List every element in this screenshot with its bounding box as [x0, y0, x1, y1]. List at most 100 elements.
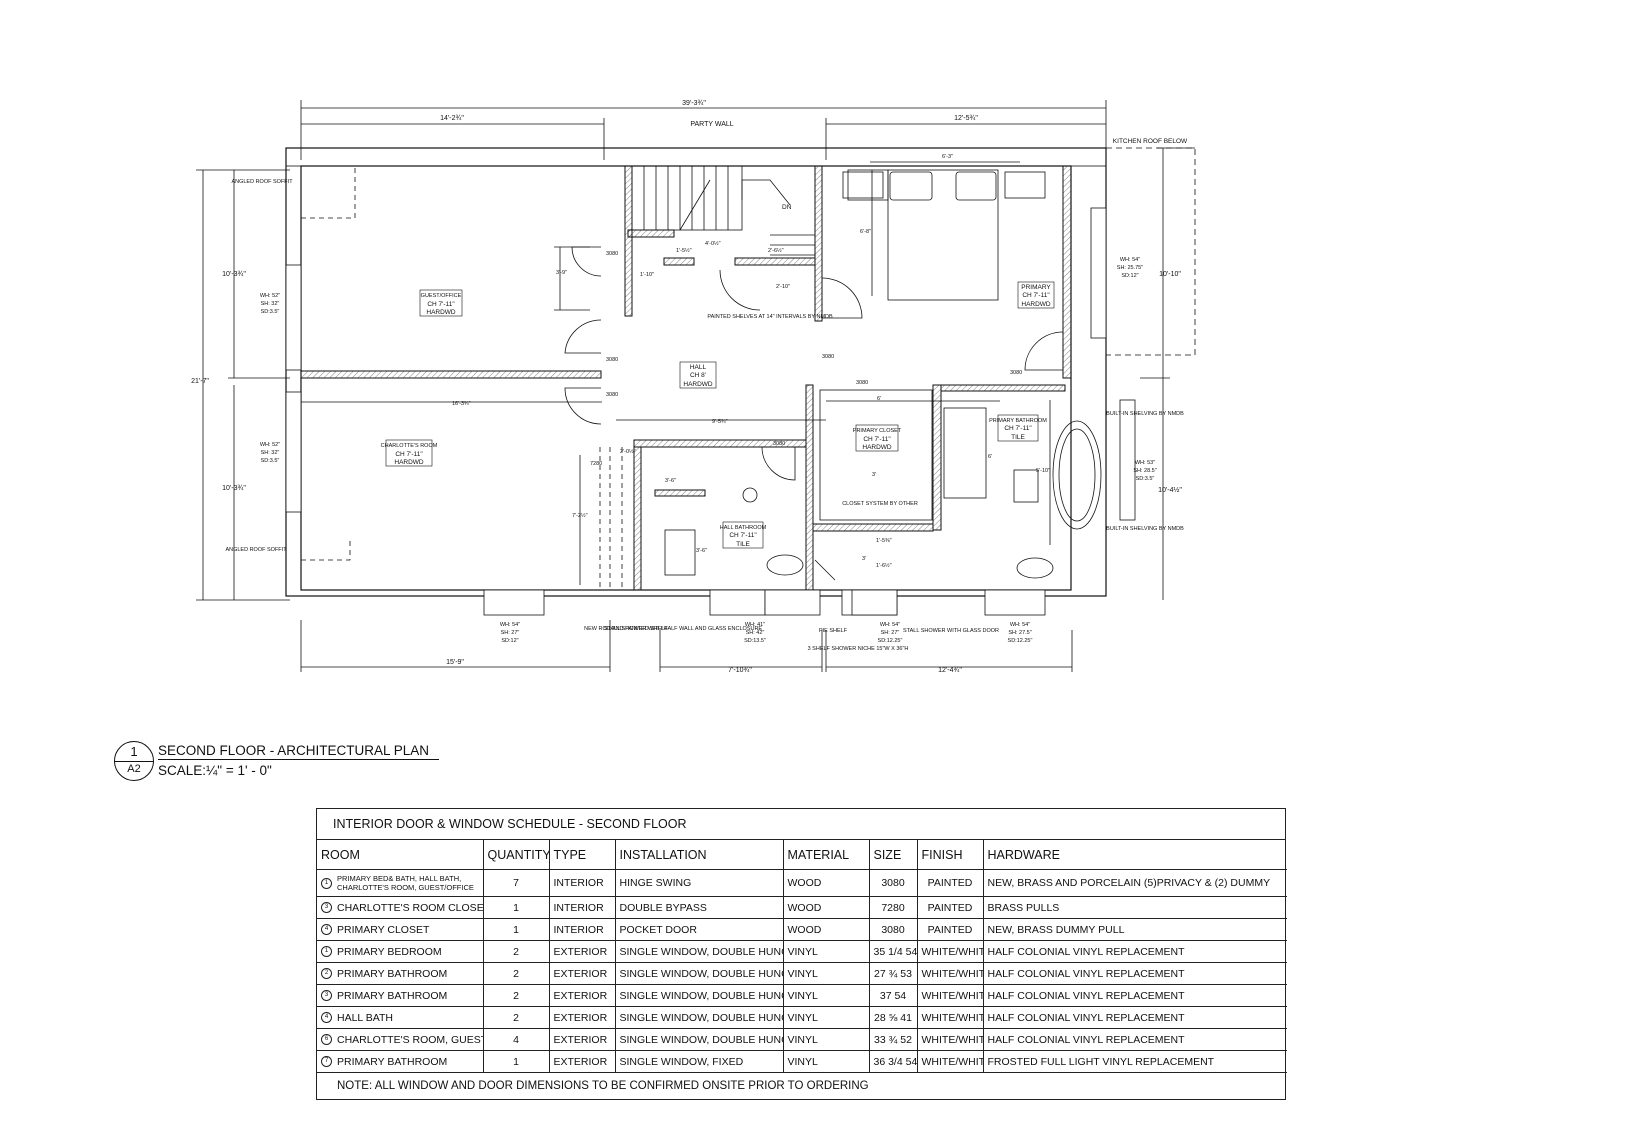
tag-bubble: 7 — [321, 1056, 332, 1067]
room-floor: HARDWD — [862, 444, 892, 451]
cell-finish: WHITE/WHITE — [916, 1006, 984, 1029]
window-note-bottom-4: WH: 54" SH: 27.5" SD:12.25" — [1008, 622, 1033, 644]
cell-quantity: 7 — [482, 869, 550, 897]
cell-size: 7280 — [868, 896, 918, 919]
col-header-type: TYPE — [548, 840, 616, 870]
svg-text:SD:12": SD:12" — [501, 638, 518, 644]
cell-hardware: HALF COLONIAL VINYL REPLACEMENT — [982, 940, 1287, 963]
fixtures — [664, 169, 1102, 579]
stall-half-note: STALL SHOWER WITH HALF WALL AND GLASS EN… — [604, 626, 763, 632]
svg-text:SD:13.5": SD:13.5" — [744, 638, 766, 644]
svg-text:2'-6½": 2'-6½" — [768, 247, 784, 254]
cell-type: EXTERIOR — [548, 984, 616, 1007]
kitchen-roof-note: KITCHEN ROOF BELOW — [1113, 138, 1188, 145]
cell-hardware: FROSTED FULL LIGHT VINYL REPLACEMENT — [982, 1050, 1287, 1073]
niche-note: 3 SHELF SHOWER NICHE 15"W X 36"H — [808, 646, 909, 652]
schedule-header-row: ROOM QUANTITY TYPE INSTALLATION MATERIAL… — [317, 840, 1287, 870]
dim-bottom-right: 12'-4¾" — [938, 667, 962, 674]
room-name: PRIMARY — [1021, 284, 1051, 291]
cell-hardware: HALF COLONIAL VINYL REPLACEMENT — [982, 1028, 1287, 1051]
svg-text:WH: 52": WH: 52" — [260, 442, 280, 448]
cell-type: EXTERIOR — [548, 1050, 616, 1073]
cell-quantity: 1 — [482, 918, 550, 941]
stall-glass-note: STALL SHOWER WITH GLASS DOOR — [903, 628, 999, 634]
room-name: CHARLOTTE'S ROOM CLOSET — [337, 901, 483, 914]
room-name: PRIMARY CLOSET — [337, 923, 430, 936]
dimension-lines — [196, 100, 1195, 672]
svg-text:7280: 7280 — [590, 461, 602, 467]
dim-top-total: 39'-3¾" — [682, 100, 706, 107]
svg-text:SD:3.5": SD:3.5" — [261, 309, 280, 315]
door-window-schedule: INTERIOR DOOR & WINDOW SCHEDULE - SECOND… — [316, 808, 1287, 1100]
tag-bubble: 4 — [321, 1012, 332, 1023]
dashed-soffits — [301, 166, 623, 590]
cell-finish: WHITE/WHITE — [916, 1028, 984, 1051]
builtin-note-2: BUILT-IN SHELVING BY NMDB — [1106, 526, 1184, 532]
window-note-right-2: WH: 53" SH: 28.5" SD:3.5" — [1133, 460, 1156, 482]
sheet-number: A2 — [127, 763, 141, 775]
window-note-left-upper: WH: 52" SH: 32" SD:3.5" — [260, 293, 280, 315]
svg-text:3080: 3080 — [1010, 370, 1022, 376]
cell-type: EXTERIOR — [548, 1006, 616, 1029]
room-tag-guest: GUEST/OFFICE CH 7'-11" HARDWD — [419, 289, 463, 317]
col-header-quantity: QUANTITY — [482, 840, 550, 870]
tag-bubble: 2 — [321, 968, 332, 979]
room-tag-hall-bath: HALL BATHROOM CH 7'-11" TILE — [720, 521, 767, 549]
cell-quantity: 2 — [482, 962, 550, 985]
svg-text:SD:12.25": SD:12.25" — [1008, 638, 1033, 644]
room-name: PRIMARY BEDROOM — [337, 945, 442, 958]
dim-bottom-mid: 7'-10¾" — [728, 667, 752, 674]
cell-quantity: 1 — [482, 896, 550, 919]
svg-text:6'-3": 6'-3" — [942, 154, 953, 160]
svg-text:WH: 41": WH: 41" — [745, 622, 765, 628]
cell-hardware: BRASS PULLS — [982, 896, 1287, 919]
col-header-size: SIZE — [868, 840, 918, 870]
cell-material: VINYL — [782, 984, 870, 1007]
svg-text:7'-2½": 7'-2½" — [572, 512, 588, 519]
col-header-hardware: HARDWARE — [982, 840, 1287, 870]
cell-size: 37 54 — [868, 984, 918, 1007]
cell-material: VINYL — [782, 1006, 870, 1029]
cell-material: WOOD — [782, 896, 870, 919]
svg-text:1'-6½": 1'-6½" — [876, 562, 892, 569]
room-ch: CH 7'-11" — [1004, 425, 1032, 432]
cell-installation: SINGLE WINDOW, DOUBLE HUNG — [614, 984, 784, 1007]
svg-text:3'-9": 3'-9" — [556, 270, 567, 276]
cell-material: VINYL — [782, 1028, 870, 1051]
closet-system-note: CLOSET SYSTEM BY OTHER — [842, 501, 918, 507]
cell-hardware: NEW, BRASS AND PORCELAIN (5)PRIVACY & (2… — [982, 869, 1287, 897]
svg-text:WH: 54": WH: 54" — [1010, 622, 1030, 628]
svg-text:6'-8": 6'-8" — [860, 229, 871, 235]
svg-text:WH: 54": WH: 54" — [880, 622, 900, 628]
svg-text:SH: 27": SH: 27" — [881, 630, 900, 636]
kitchen-roof-below — [1106, 147, 1196, 356]
builtin-note-1: BUILT-IN SHELVING BY NMDB — [1106, 411, 1184, 417]
svg-text:2'-10": 2'-10" — [776, 284, 790, 290]
svg-text:SD:3.5": SD:3.5" — [261, 458, 280, 464]
cell-size: 27 ¾ 53 — [868, 962, 918, 985]
cell-material: VINYL — [782, 1050, 870, 1073]
soffit-note-bottom: ANGLED ROOF SOFFIT — [225, 547, 287, 553]
room-floor: HARDWD — [1021, 301, 1051, 308]
room-ch: CH 7'-11" — [729, 532, 757, 539]
room-name: PRIMARY BATHROOM — [337, 989, 448, 1002]
dim-left-upper: 10'-3¾" — [222, 271, 246, 278]
cell-material: VINYL — [782, 940, 870, 963]
svg-text:SH: 42": SH: 42" — [746, 630, 765, 636]
detail-number: 1 — [130, 744, 138, 759]
window-note-bottom-1: WH: 54" SH: 27" SD:12" — [500, 622, 520, 644]
room-name: GUEST/OFFICE — [421, 293, 462, 299]
stairs — [631, 165, 791, 231]
svg-text:16'-3¾": 16'-3¾" — [452, 401, 471, 407]
room-name: HALL BATH — [337, 1011, 394, 1024]
stairs-lower — [770, 234, 815, 256]
svg-text:SH: 27.5": SH: 27.5" — [1008, 630, 1031, 636]
cell-installation: SINGLE WINDOW, FIXED — [614, 1050, 784, 1073]
